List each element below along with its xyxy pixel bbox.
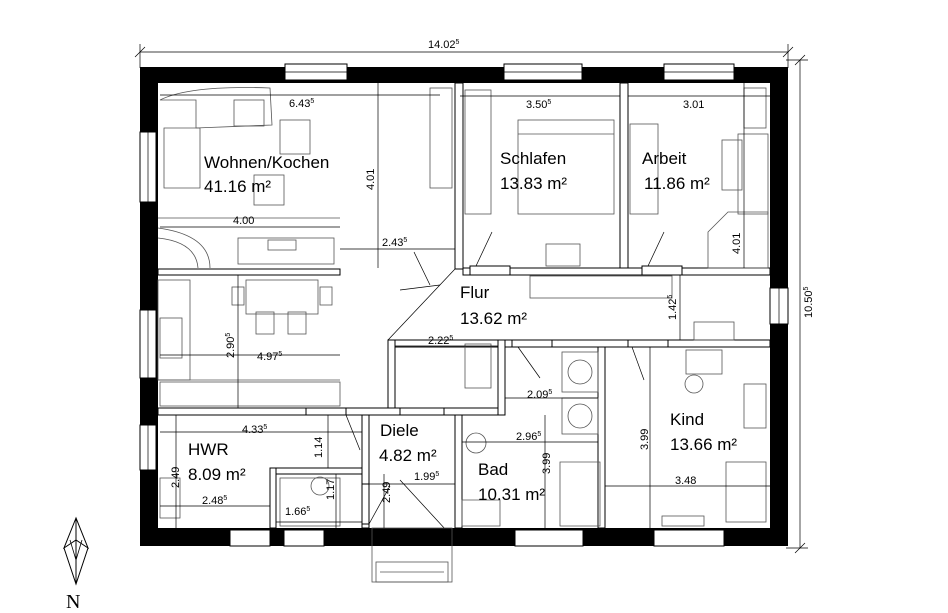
dim-399-a: 3.99: [541, 453, 553, 474]
dim-290: 2.905: [225, 333, 237, 358]
dim-249-b: 2.49: [381, 482, 393, 503]
dim-114: 1.14: [313, 437, 325, 458]
north-arrow: N: [62, 516, 90, 613]
dim-350: 3.505: [526, 99, 551, 111]
furniture: [157, 87, 769, 527]
room-area-hwr: 8.09 m²: [188, 465, 246, 484]
dim-209: 2.095: [527, 389, 552, 401]
room-name-kind: Kind: [670, 410, 704, 429]
inner-dimension-lines: [160, 83, 770, 528]
room-area-flur: 13.62 m²: [460, 309, 527, 328]
room-area-arbeit: 11.86 m²: [644, 174, 710, 193]
dimension-labels: 14.025 10.505 6.435 3.505 3.01 4.01 4.00…: [170, 39, 815, 518]
room-name-schlafen: Schlafen: [500, 149, 566, 168]
dim-348: 3.48: [675, 475, 696, 487]
room-area-kind: 13.66 m²: [670, 435, 737, 454]
dim-222: 2.225: [428, 335, 453, 347]
dim-166: 1.665: [285, 506, 310, 518]
dim-249-a: 2.49: [170, 467, 182, 488]
dim-296: 2.965: [516, 431, 541, 443]
room-area-schlafen: 13.83 m²: [500, 174, 567, 193]
dim-643: 6.435: [289, 98, 314, 110]
overall-dimension-lines: [134, 44, 808, 554]
dim-142: 1.425: [667, 295, 679, 320]
entrance: [371, 527, 453, 583]
dim-399-b: 3.99: [639, 429, 651, 450]
room-name-wohnen: Wohnen/Kochen: [204, 153, 329, 172]
dim-243: 2.435: [382, 237, 407, 249]
room-area-bad: 10.31 m²: [478, 485, 545, 504]
dim-117: 1.17: [325, 479, 337, 500]
dim-433: 4.335: [242, 424, 267, 436]
room-area-wohnen: 41.16 m²: [204, 177, 271, 196]
room-name-hwr: HWR: [188, 440, 229, 459]
dim-248: 2.485: [202, 495, 227, 507]
room-name-bad: Bad: [478, 460, 508, 479]
dim-overall-width: 14.025: [428, 39, 460, 51]
windows: [139, 63, 789, 547]
dim-overall-height: 10.505: [803, 286, 815, 318]
room-name-arbeit: Arbeit: [642, 149, 687, 168]
dim-401-b: 4.01: [731, 233, 743, 254]
room-labels: Wohnen/Kochen 41.16 m² Schlafen 13.83 m²…: [188, 149, 737, 504]
dim-401-a: 4.01: [365, 169, 377, 190]
dim-400: 4.00: [233, 215, 254, 227]
doors: [305, 231, 683, 531]
north-label: N: [66, 591, 80, 613]
room-area-diele: 4.82 m²: [379, 446, 437, 465]
room-name-diele: Diele: [380, 421, 419, 440]
dim-301: 3.01: [683, 99, 704, 111]
dim-497: 4.975: [257, 351, 282, 363]
room-name-flur: Flur: [460, 283, 490, 302]
dim-199: 1.995: [414, 471, 439, 483]
